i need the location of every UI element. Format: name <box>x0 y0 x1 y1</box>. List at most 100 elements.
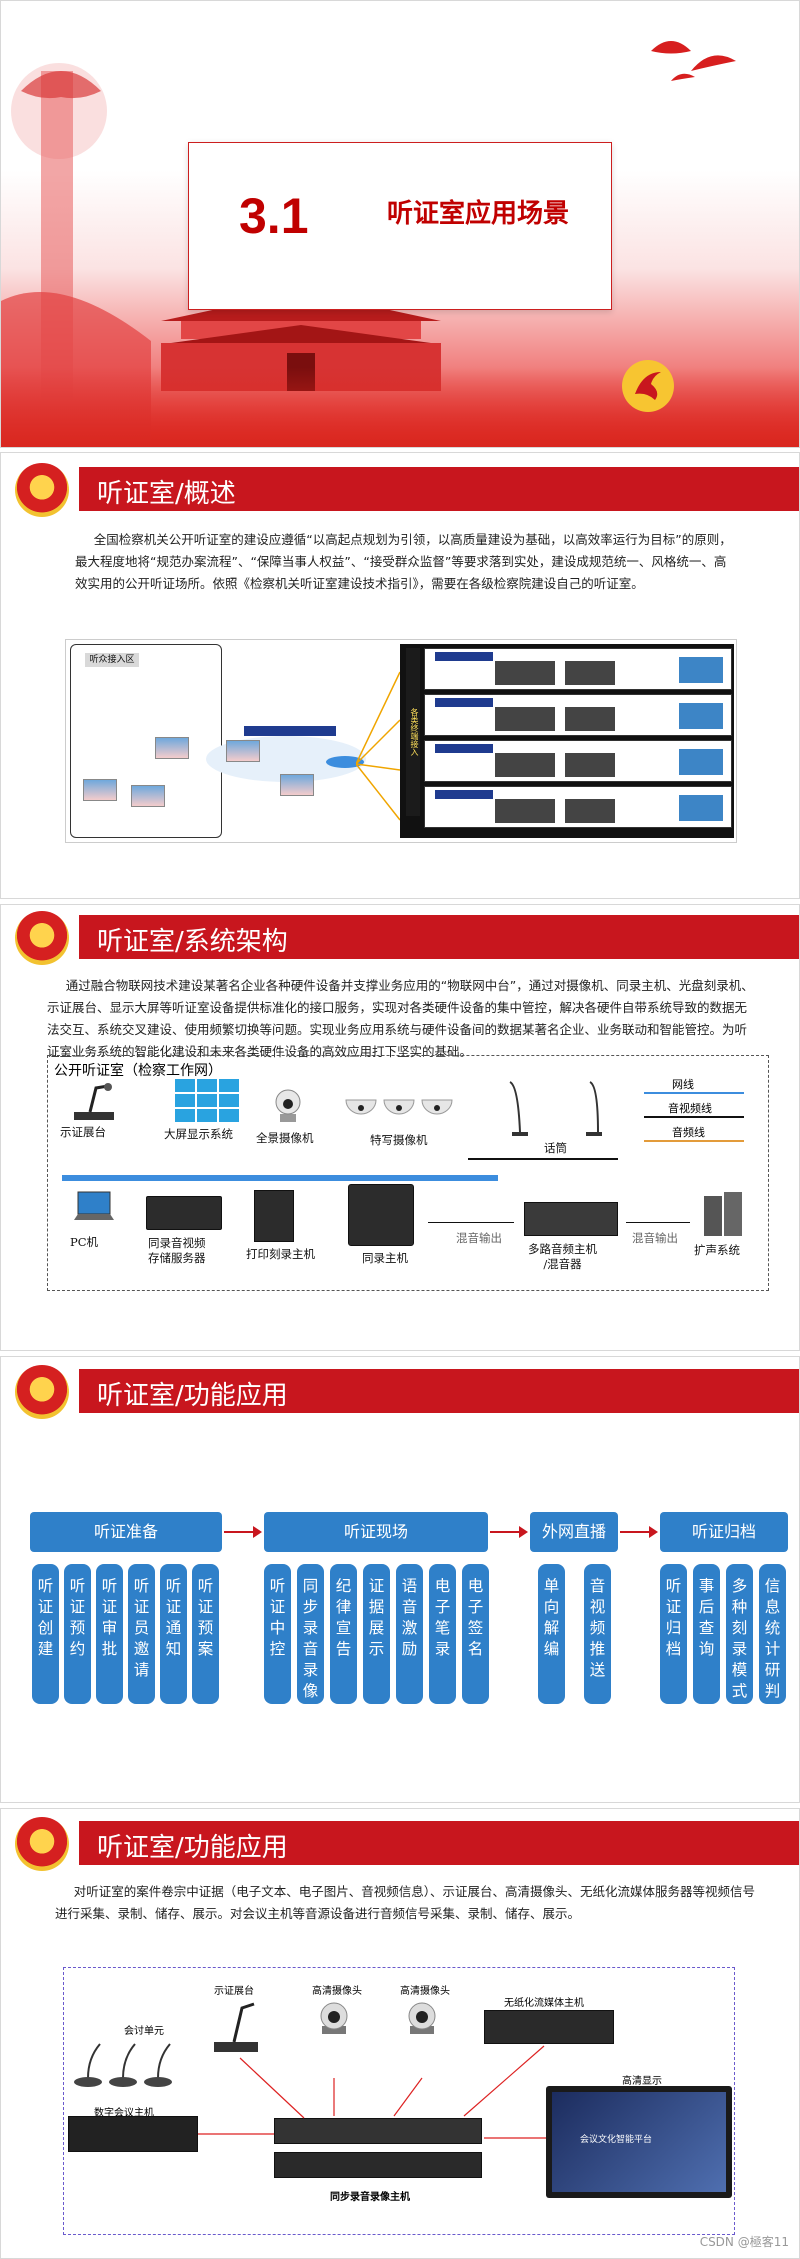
screen-brand: 会议文化智能平台 <box>580 2135 653 2145</box>
party-emblem-icon <box>622 360 674 412</box>
row-head <box>435 652 493 661</box>
watermark: CSDN @極客11 <box>699 2235 789 2249</box>
av-server-label: 同录音视频 存储服务器 <box>148 1236 206 1265</box>
function-item: 证据展示 <box>363 1564 390 1704</box>
row-device <box>565 707 615 731</box>
legend-network: 网线 <box>672 1078 694 1091</box>
slide-title: 听证室/功能应用 <box>97 1381 288 1411</box>
router-icon <box>326 756 364 768</box>
conf-unit-label: 会讨单元 <box>124 2026 164 2037</box>
category-onsite: 听证现场 <box>264 1512 488 1552</box>
row-screen <box>679 749 723 775</box>
function-item: 听证归档 <box>660 1564 687 1704</box>
row-device <box>565 799 615 823</box>
network-diagram: 听众接入区 各类终端接入 <box>65 639 737 843</box>
mix-out-right-label: 混音输出 <box>632 1231 678 1245</box>
flow-arrow <box>620 1526 658 1538</box>
procuratorate-emblem-icon <box>15 1365 69 1419</box>
connector-lines <box>356 671 401 821</box>
function-item: 听证预案 <box>192 1564 219 1704</box>
function-item: 信息统计研判 <box>759 1564 786 1704</box>
architecture-paragraph: 通过融合物联网技术建设某著名企业各种硬件设备并支撑业务应用的“物联网中台”，通过… <box>47 978 754 1059</box>
cover-slide: 3.1 听证室应用场景 <box>0 0 800 448</box>
hd-camera-1-label: 高清摄像头 <box>312 1986 362 1997</box>
slide-header-bar: 听证室/功能应用 <box>79 1821 799 1865</box>
function-item: 电子笔录 <box>429 1564 456 1704</box>
paperless-host-label: 无纸化流媒体主机 <box>504 1998 584 2009</box>
terminal-thumbnail <box>131 785 165 807</box>
mixer-label: 多路音频主机 /混音器 <box>528 1242 597 1271</box>
function-item: 单向解编 <box>538 1564 565 1704</box>
procuratorate-emblem-icon <box>15 463 69 517</box>
row-head <box>435 790 493 799</box>
switch-host-icon <box>274 2118 482 2144</box>
row-head <box>435 744 493 753</box>
function-item: 多种刻录模式 <box>726 1564 753 1704</box>
slide-title: 听证室/概述 <box>97 479 236 509</box>
function-item: 听证审批 <box>96 1564 123 1704</box>
function-item: 纪律宣告 <box>330 1564 357 1704</box>
burner-icon <box>254 1190 294 1242</box>
device-row <box>424 648 732 690</box>
flow-arrow <box>224 1526 262 1538</box>
sync-recorder-label: 同步录音录像主机 <box>330 2192 410 2203</box>
digital-conf-host-icon <box>68 2116 198 2152</box>
architecture-diagram: 公开听证室（检察工作网） 网线 音视频线 音频线 示证展台 大屏显示系统 全景摄… <box>47 1055 769 1291</box>
mix-out-left-label: 混音输出 <box>456 1231 502 1245</box>
mic-bus <box>468 1158 618 1160</box>
terminal-thumbnail <box>226 740 260 762</box>
slide-header-bar: 听证室/概述 <box>79 467 799 511</box>
section-title: 听证室应用场景 <box>387 199 570 229</box>
overview-slide: 听证室/概述 全国检察机关公开听证室的建设应遵循“以高起点规划为引领，以高质量建… <box>0 452 800 899</box>
function-item: 听证通知 <box>160 1564 187 1704</box>
function-item: 听证创建 <box>32 1564 59 1704</box>
procuratorate-emblem-icon <box>15 911 69 965</box>
legend-av: 音视频线 <box>668 1102 712 1115</box>
video-wall-icon <box>174 1078 241 1124</box>
digital-conf-label: 数字会议主机 <box>94 2108 154 2119</box>
mix-out-left-arrow <box>428 1222 514 1223</box>
speaker-icon <box>704 1192 742 1236</box>
dome-camera-icons <box>345 1099 453 1115</box>
device-row <box>424 786 732 828</box>
evidence-stand-icon <box>214 2002 258 2052</box>
evidence-stand-label: 示证展台 <box>214 1986 254 1997</box>
slide-header-bar: 听证室/功能应用 <box>79 1369 799 1413</box>
row-device <box>565 661 615 685</box>
diagram-title: 公开听证室（检察工作网） <box>54 1063 222 1079</box>
speaker-label: 扩声系统 <box>694 1243 740 1257</box>
slide-title: 听证室/功能应用 <box>97 1833 288 1863</box>
row-screen <box>679 703 723 729</box>
dove-icon <box>651 41 736 81</box>
function-item: 听证预约 <box>64 1564 91 1704</box>
mixer-icon <box>524 1202 618 1236</box>
legend-line-av <box>644 1116 744 1118</box>
device-panel-label: 各类终端接入 <box>406 648 420 816</box>
device-row <box>424 740 732 782</box>
overview-paragraph: 全国检察机关公开听证室的建设应遵循“以高起点规划为引领，以高质量建设为基础，以高… <box>75 532 732 591</box>
hd-display-icon: 会议文化智能平台 <box>546 2086 732 2198</box>
row-screen <box>679 795 723 821</box>
signal-arrows <box>198 2045 546 2139</box>
big-screen-label: 大屏显示系统 <box>164 1127 233 1141</box>
flow-arrow <box>490 1526 528 1538</box>
function-item: 听证中控 <box>264 1564 291 1704</box>
function-item: 同步录音录像 <box>297 1564 324 1704</box>
functions-paragraph: 对听证室的案件卷宗中证据（电子文本、电子图片、音视频信息）、示证展台、高清摄像头… <box>55 1884 756 1921</box>
av-server-icon <box>146 1196 222 1230</box>
hd-camera-icon <box>320 2002 348 2034</box>
pc-icon <box>74 1191 114 1220</box>
terminal-thumbnail <box>155 737 189 759</box>
function-item: 听证员邀请 <box>128 1564 155 1704</box>
slide-title: 听证室/系统架构 <box>97 927 288 957</box>
recorder-label: 同录主机 <box>362 1251 408 1265</box>
microphone-icons <box>509 1081 602 1136</box>
row-device <box>495 707 555 731</box>
access-tag: 听众接入区 <box>85 653 139 667</box>
row-device <box>495 661 555 685</box>
conference-mic-icons <box>74 2043 172 2087</box>
row-device <box>565 753 615 777</box>
hd-camera-2-label: 高清摄像头 <box>400 1986 450 1997</box>
cover-title-box: 3.1 听证室应用场景 <box>188 142 612 310</box>
function-item: 音视频推送 <box>584 1564 611 1704</box>
